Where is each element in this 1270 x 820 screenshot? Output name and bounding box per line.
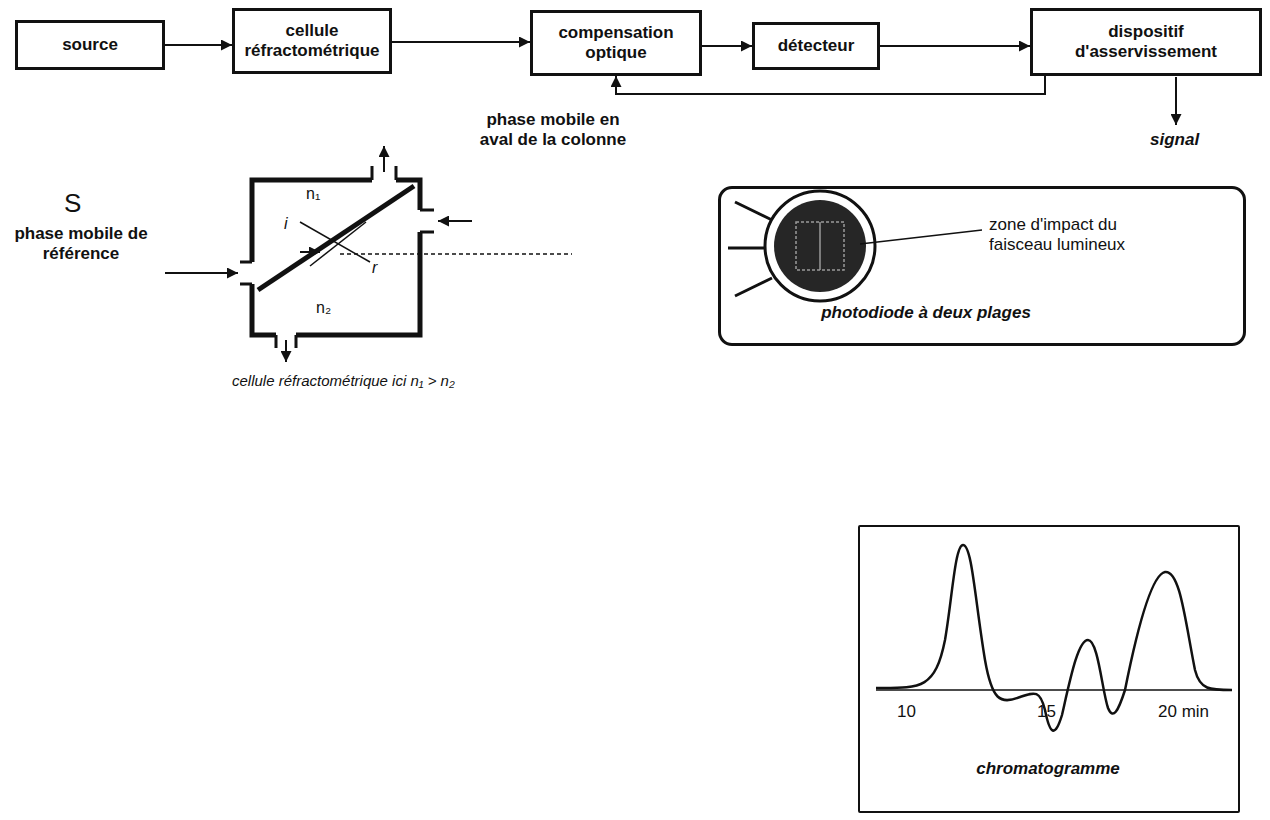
box-label: détecteur (778, 36, 855, 56)
box-label: cellule réfractométrique (243, 21, 381, 60)
light-ray (300, 251, 320, 253)
annotation-label: phase mobile en aval de la colonne (468, 110, 638, 151)
refractometric-cell (165, 146, 572, 362)
chromatogram-trace (876, 545, 1232, 731)
signal-arrow (1175, 77, 1177, 125)
axis-label: 20 min (1158, 702, 1209, 722)
panel-text: chromatogramme (860, 759, 1236, 779)
panel-text: zone d'impact du faisceau lumineux (989, 215, 1139, 256)
refracted-ray (340, 253, 572, 255)
annotation-label: i (284, 214, 288, 233)
process-box: cellule réfractométrique (232, 8, 392, 74)
box-label: source (62, 35, 118, 55)
flow-arrow (165, 44, 232, 46)
cell-port (240, 166, 434, 348)
photodiode-window (774, 200, 866, 292)
baseline (876, 689, 1232, 691)
flow-arrow (392, 41, 530, 43)
cell-wall (252, 180, 420, 335)
flow-arrow (616, 76, 1045, 94)
chromatogram-plot (876, 545, 1232, 731)
photodiode-plates (796, 222, 844, 270)
box-label: dispositif d'asservissement (1041, 22, 1251, 61)
annotation-label: S (64, 188, 81, 219)
axis-label: 15 (1037, 702, 1056, 722)
inlet-arrow (438, 220, 472, 222)
outlet-arrow (285, 340, 287, 362)
photodiode-split (819, 222, 821, 270)
panel-box: chromatogramme (858, 525, 1240, 813)
annotation-label: r (372, 258, 377, 277)
annotation-label: n₁ (306, 184, 320, 203)
outlet-arrow (383, 146, 385, 172)
annotation-label: signal (1150, 130, 1210, 150)
process-box: compensation optique (530, 10, 702, 76)
annotation-label: cellule réfractométrique ici n₁ > n₂ (232, 372, 652, 390)
process-box: source (15, 20, 165, 70)
process-box: dispositif d'asservissement (1030, 8, 1262, 76)
process-box: détecteur (752, 22, 880, 70)
photodiode-case (765, 191, 875, 301)
flow-arrow (880, 45, 1030, 47)
panel-box: zone d'impact du faisceau lumineux photod… (718, 186, 1246, 346)
flow-arrow (702, 45, 752, 47)
panel-text: photodiode à deux plages (781, 303, 1071, 323)
annotation-label: n₂ (316, 298, 331, 317)
incident-ray (310, 222, 366, 266)
cell-window (258, 186, 414, 290)
inlet-arrow (165, 272, 238, 274)
annotation-label: phase mobile de référence (6, 224, 156, 265)
photodiode (728, 191, 982, 301)
leader-line (860, 230, 982, 244)
axis-label: 10 (897, 702, 916, 722)
box-label: compensation optique (541, 23, 691, 62)
